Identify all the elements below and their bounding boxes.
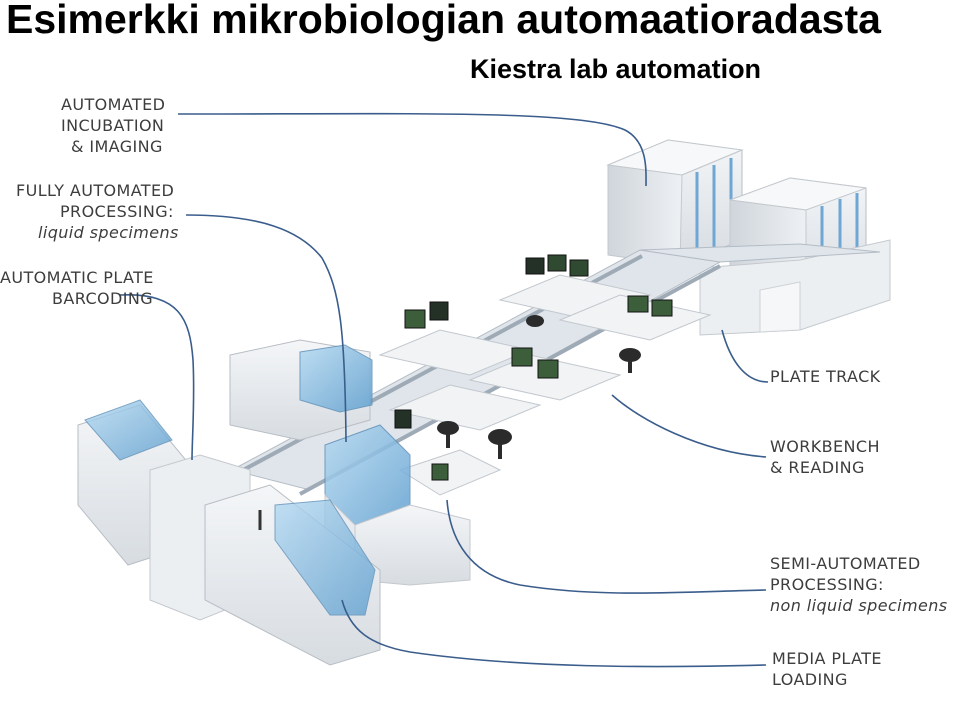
- label-media-loading-line1: MEDIA PLATE: [772, 649, 882, 668]
- leader-line-workbench: [611, 394, 767, 458]
- media-loading-unit: [204, 484, 381, 666]
- leader-line-barcoding: [119, 294, 195, 461]
- label-processing-liquid: FULLY AUTOMATED PROCESSING: liquid speci…: [16, 180, 179, 243]
- label-workbench: WORKBENCH & READING: [770, 436, 880, 478]
- incubator-base-cabinet: [699, 239, 891, 336]
- leader-lines: [119, 112, 769, 668]
- label-incubation-line2: INCUBATION: [61, 116, 165, 135]
- liquid-processing-unit: [229, 339, 373, 441]
- label-media-loading: MEDIA PLATE LOADING: [772, 648, 882, 690]
- label-barcoding: AUTOMATIC PLATE BARCODING: [0, 267, 154, 309]
- label-media-loading-line2: LOADING: [772, 670, 848, 689]
- label-processing-liquid-line3: liquid specimens: [38, 223, 179, 242]
- leader-line-processing-liquid: [185, 214, 347, 443]
- leader-line-plate-track: [721, 329, 769, 383]
- label-processing-liquid-line2: PROCESSING:: [60, 202, 174, 221]
- label-workbench-line1: WORKBENCH: [770, 437, 880, 456]
- label-processing-liquid-line1: FULLY AUTOMATED: [16, 181, 175, 200]
- label-plate-track-line1: PLATE TRACK: [770, 367, 881, 386]
- leader-line-media: [341, 599, 767, 668]
- workbench-tables: [378, 274, 712, 496]
- barcoding-unit: [77, 399, 251, 621]
- label-barcoding-line1: AUTOMATIC PLATE: [0, 268, 154, 287]
- label-barcoding-line2: BARCODING: [52, 289, 154, 308]
- label-plate-track: PLATE TRACK: [770, 366, 881, 387]
- page-subtitle: Kiestra lab automation: [470, 54, 762, 84]
- label-incubation-line3: & IMAGING: [71, 137, 163, 156]
- label-incubation-line1: AUTOMATED: [61, 95, 166, 114]
- label-processing-semi: SEMI-AUTOMATED PROCESSING: non liquid sp…: [770, 553, 948, 616]
- incubator-block-left: [606, 139, 744, 266]
- label-workbench-line2: & READING: [770, 458, 865, 477]
- label-processing-semi-line1: SEMI-AUTOMATED: [770, 554, 921, 573]
- label-processing-semi-line2: PROCESSING:: [770, 575, 884, 594]
- label-processing-semi-line3: non liquid specimens: [770, 596, 948, 615]
- page-title: Esimerkki mikrobiologian automaatioradas…: [6, 0, 881, 42]
- leader-line-incubation: [177, 112, 647, 187]
- label-incubation: AUTOMATED INCUBATION & IMAGING: [61, 94, 165, 157]
- leader-line-semi: [446, 499, 767, 594]
